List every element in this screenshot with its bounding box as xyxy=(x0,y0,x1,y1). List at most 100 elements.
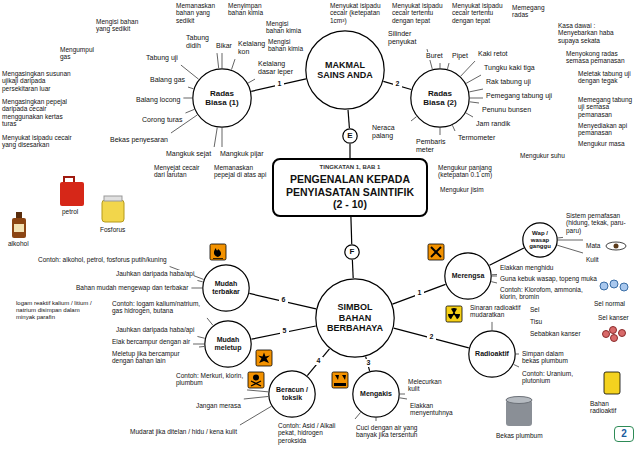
irritant-cross xyxy=(431,247,441,257)
item-description: Sel kanser xyxy=(598,314,629,321)
callout-number: 2 xyxy=(393,80,402,88)
normal-cell xyxy=(610,280,618,288)
leader-line xyxy=(492,276,497,277)
item-description: Jauhkan daripada haba/api xyxy=(116,326,194,333)
leader-line xyxy=(183,98,192,99)
item-name: Pemegang tabung uji xyxy=(486,92,552,100)
leader-line xyxy=(193,344,204,345)
item-description: Sistem pernafasan (hidung, tekak, paru-p… xyxy=(566,212,636,234)
leader-line xyxy=(514,364,519,367)
flame-base xyxy=(213,258,223,259)
item-name: Pipet xyxy=(452,52,468,60)
item-description: Simpan dalam bekas plumbum xyxy=(522,350,580,365)
node-text: MAKMAL SAINS ANDA xyxy=(313,60,377,81)
leader-line xyxy=(222,53,223,68)
title-text: PENGENALAN KEPADA PENYIASATAN SAINTIFIK xyxy=(278,173,422,198)
item-name: Kelalang kon xyxy=(238,40,266,56)
item-description: Contoh: alkohol, petrol, fosforus putih/… xyxy=(38,256,167,263)
item-description: Elakkan menyentuhnya xyxy=(410,402,456,417)
explosive-symbol xyxy=(256,350,272,366)
can-handle xyxy=(64,177,74,182)
leader-line xyxy=(447,63,449,69)
leader-line xyxy=(492,322,493,330)
item-name: Corong turas xyxy=(142,116,182,124)
topic-circle: Wap / wasap ganggu xyxy=(522,222,558,258)
leader-line xyxy=(469,89,483,92)
eye-picture xyxy=(606,242,626,250)
item-name: Mangkuk sejat xyxy=(166,150,211,158)
circle-text-holder: MAKMAL SAINS ANDA xyxy=(313,60,377,81)
item-description: Meletak tabung uji dengan tegak xyxy=(578,70,636,85)
leader-line xyxy=(248,79,255,83)
connector xyxy=(252,326,316,339)
callout-number: 1 xyxy=(275,80,284,88)
node-text: Radas Biasa (1) xyxy=(199,89,245,107)
normal-cell xyxy=(620,283,628,291)
circle-outline xyxy=(353,371,399,417)
leader-line xyxy=(185,109,194,113)
node-text: Mengakis xyxy=(355,390,397,398)
item-description: Bahan mudah mengewap dan terbakar xyxy=(76,284,188,291)
leader-line xyxy=(558,237,563,239)
item-description: Mengukur masa xyxy=(578,140,625,147)
circle-outline xyxy=(269,371,315,417)
item-description: Menyukat isipadu cecair yang disesarkan xyxy=(2,134,72,149)
leader-line xyxy=(492,274,497,275)
leader-line xyxy=(232,59,235,69)
connector xyxy=(349,144,350,158)
item-description: Mengisi bahan kimia xyxy=(266,20,306,35)
explosion-glyph xyxy=(258,353,270,364)
leader-line xyxy=(217,53,219,68)
item-name: Mangkuk pijar xyxy=(220,150,264,158)
node-text: Mudah terbakar xyxy=(205,280,247,296)
topic-circle: Radas Biasa (1) xyxy=(192,68,252,128)
eye-iris xyxy=(614,244,619,249)
circle-outline xyxy=(445,253,491,299)
item-description: Memegang radas xyxy=(512,4,554,19)
cancer-cell xyxy=(610,327,617,334)
callout-number: 4 xyxy=(314,357,323,365)
circle-outline xyxy=(343,129,357,143)
leader-line xyxy=(400,398,407,399)
toxic-symbol xyxy=(248,372,264,388)
item-description: logam reaktif kalium / litium / natrium … xyxy=(16,300,96,321)
item-description: Tisu xyxy=(530,318,542,325)
circle-text-holder: Wap / wasap ganggu xyxy=(525,230,555,251)
item-name: Silinder penyukat xyxy=(388,30,424,46)
circle-text-holder: SIMBOL BAHAN BERBAHAYA xyxy=(322,302,388,333)
corrosive-drops xyxy=(335,375,346,380)
phosphorus-jar xyxy=(102,200,124,222)
item-description: Menyediakan api pemanasan xyxy=(578,122,636,137)
item-description: Kulit xyxy=(586,256,599,263)
item-name: Tabung uji xyxy=(146,54,178,62)
item-description: Menyejat cecair dari larutan xyxy=(154,164,210,179)
item-description: Sinaran radioaktif mudaratkan xyxy=(470,304,526,319)
circle-outline xyxy=(306,31,384,109)
leader-line xyxy=(214,128,217,147)
item-description: Memanaskan bahan yang sedikit xyxy=(176,2,224,24)
node-text: Beracun / toksik xyxy=(271,386,313,402)
item-name: Jam randik xyxy=(476,120,510,128)
item-name: Bekas plumbum xyxy=(496,432,543,439)
circle-text-holder: Mudah meletup xyxy=(207,336,249,352)
bottle-neck xyxy=(16,212,22,219)
irritant-symbol xyxy=(428,244,444,260)
connector xyxy=(350,217,352,244)
topic-circle: Radioaktif xyxy=(468,330,516,378)
item-description: Contoh: Uranium, plutonium xyxy=(522,370,580,385)
item-description: Contoh: Merkuri, klorin, plumbum xyxy=(176,372,244,387)
skull-glyph xyxy=(253,375,259,381)
item-description: Mengisi bahan yang sedikit xyxy=(96,18,140,33)
leader-line xyxy=(355,412,361,419)
leader-line xyxy=(466,113,473,117)
item-description: Meletup jika bercampur dengan bahan lain xyxy=(112,350,196,365)
connector xyxy=(392,284,445,304)
leader-line xyxy=(470,98,483,99)
item-description: Elakkan menghidu xyxy=(500,264,553,271)
leader-line xyxy=(222,128,223,147)
node-text: E xyxy=(344,131,356,140)
item-description: Menyukat isipadu cecair tertentu dengan … xyxy=(392,2,448,24)
circle-outline xyxy=(411,69,469,127)
item-name: Kaki retot xyxy=(478,50,508,58)
item-description: Guna kebuk wasap, topeng muka xyxy=(500,275,597,282)
